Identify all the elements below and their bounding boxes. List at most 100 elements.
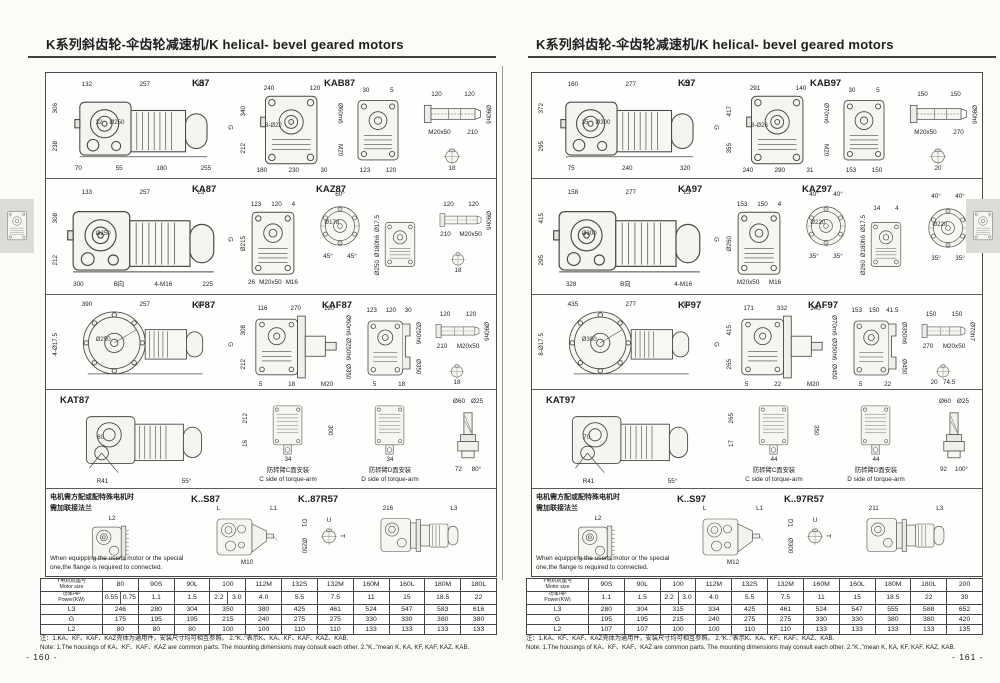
dim-label: 265	[726, 358, 734, 370]
dim-label: 150	[925, 310, 937, 318]
dims-left	[798, 525, 807, 547]
dim-label: L3	[683, 300, 691, 308]
row-label: G	[526, 613, 589, 625]
dims-left	[436, 363, 445, 379]
table-cell: 18.5	[424, 590, 462, 605]
row-label: L3	[40, 603, 103, 615]
dim-label: 240	[621, 164, 633, 172]
dims-mid: Ø300	[582, 230, 597, 237]
dims-left	[54, 406, 63, 478]
dims-left	[438, 251, 447, 267]
dim-label: 34	[386, 455, 394, 463]
page-edge-tab-left	[0, 199, 34, 253]
dim-label: 17	[728, 440, 736, 448]
table-cell: 380	[910, 613, 948, 625]
dim-label: 30	[320, 166, 328, 174]
dims-top: 40°40°	[796, 191, 856, 199]
dim-label: 212	[240, 358, 248, 370]
dim-label: L2	[594, 514, 602, 522]
motor-size-header: 132S	[731, 578, 769, 592]
dim-label: 212	[242, 412, 250, 424]
sym-circle-motor-schematic	[82, 311, 204, 375]
dims-right	[469, 251, 478, 267]
dim-label: 18	[448, 164, 456, 172]
dim-label: G	[712, 124, 720, 130]
dim-label: 123	[366, 306, 377, 314]
dim-label: M20x50	[456, 342, 480, 350]
dims-right: G	[225, 197, 234, 281]
table-cell: 246	[102, 603, 139, 615]
dims-left	[830, 404, 839, 456]
dim-label: 80°	[471, 465, 482, 473]
dim-label: 150	[917, 90, 928, 98]
table-cell: 110	[281, 623, 318, 635]
dim-label: G	[712, 341, 720, 347]
table-cell: 380	[460, 613, 497, 625]
dim-label: 18	[454, 266, 462, 274]
dim-label: 270	[953, 128, 964, 136]
dim-label: 16	[242, 440, 250, 448]
dim-label: D1	[300, 518, 308, 527]
dims-top	[54, 398, 234, 406]
dim-label: M20	[320, 380, 334, 388]
dims-bottom: 18	[430, 165, 474, 173]
motor-size-header: 160L	[838, 578, 876, 592]
dim-label: Ø60m6	[344, 314, 352, 336]
dim-label: 150	[868, 306, 880, 314]
table-cell: 11	[352, 590, 390, 605]
dim-label: Ø260	[726, 236, 734, 252]
page-160: K系列斜齿轮-伞齿轮减速机/K helical- bevel geared mo…	[26, 37, 497, 662]
dims-top: 150 150	[900, 91, 978, 99]
dim-label: M20x50	[942, 342, 966, 350]
dim-label: U	[326, 516, 332, 524]
dims-right: 300	[325, 404, 334, 456]
dims-right	[951, 147, 960, 165]
dims-bottom	[348, 557, 492, 565]
dim-label: M20x50	[459, 230, 482, 238]
table-cell: 110	[731, 623, 769, 635]
dims-right: G	[225, 309, 234, 379]
dim-label: Ø260	[860, 260, 868, 276]
footnote-zh: 注：1.KA、KF、KAF、KAZ壳体为通用件，安装尺寸均可相互参照。 2."K…	[526, 635, 835, 642]
dims-mid: Ø250	[96, 230, 111, 237]
dim-label: M10	[240, 558, 254, 566]
dim-label: 120	[464, 90, 475, 98]
dim-label: 44	[770, 455, 778, 463]
table-cell: 100	[659, 623, 697, 635]
model-title-kaz87: KAZ87	[316, 184, 347, 195]
motor-size-header: 132S	[281, 578, 318, 592]
dim-label: 257	[139, 188, 150, 196]
drawing-kaz97-flange-view: 40°40°35°35°Ø220	[918, 193, 978, 263]
sym-kf-schematic	[741, 315, 823, 379]
dim-label: 255	[200, 164, 212, 172]
sym-cview-schematic	[374, 405, 405, 455]
dim-label: Ø250	[95, 336, 111, 344]
dims-mid: Ø300	[582, 337, 597, 343]
dim-label: 120	[439, 310, 451, 318]
dim-label: 72	[454, 465, 462, 473]
dims-bottom	[374, 277, 426, 285]
dims-left	[842, 315, 851, 381]
dims-right	[955, 363, 964, 379]
dim-label: Ø300	[595, 118, 611, 126]
dim-label: 150	[950, 90, 961, 98]
model-title-k87: K87	[192, 78, 210, 89]
sym-rear-schematic	[746, 95, 804, 165]
dim-label: 18	[398, 380, 406, 388]
dims-left	[540, 406, 549, 478]
table-cell: 524	[352, 603, 390, 615]
dim-label: 153	[845, 166, 857, 174]
table-cell: 1.1	[588, 590, 625, 605]
